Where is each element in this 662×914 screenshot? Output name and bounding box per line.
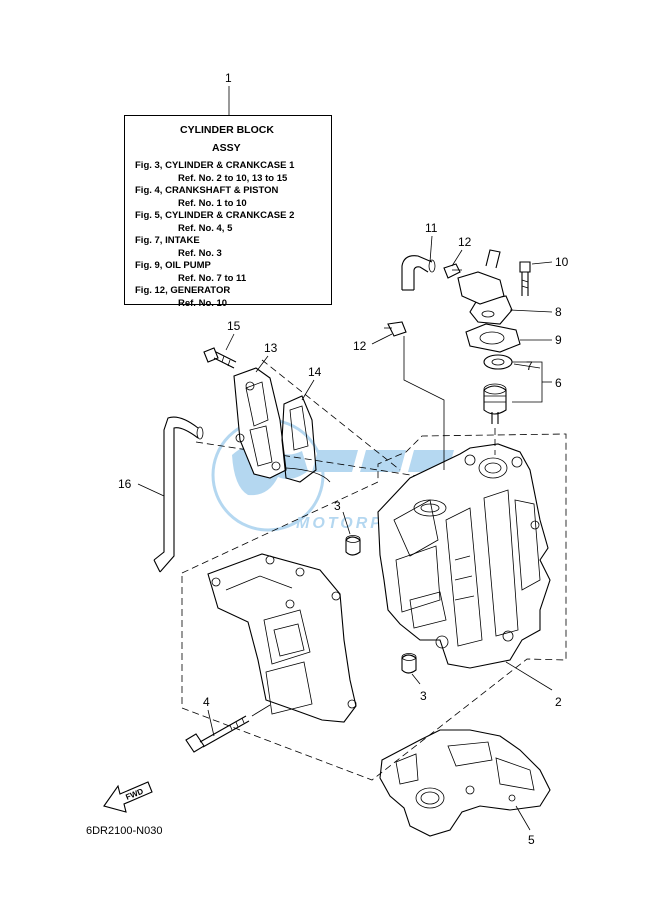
callout-1: 1 (225, 71, 232, 85)
leader-13 (255, 355, 269, 373)
hose-clip (384, 321, 407, 337)
leader-10 (531, 261, 553, 265)
leader-2 (505, 661, 553, 691)
ref-line: Fig. 7, INTAKE (135, 235, 200, 246)
hose (401, 255, 436, 291)
ref-line: Ref. No. 7 to 11 (178, 273, 247, 284)
callout-15: 15 (227, 319, 241, 333)
callout-8: 8 (555, 305, 562, 319)
ref-line: Fig. 4, CRANKSHAFT & PISTON (135, 185, 279, 196)
exhaust-gasket (281, 395, 331, 483)
callout-13: 13 (264, 341, 278, 355)
assembly-outline (181, 433, 567, 781)
washer (483, 354, 513, 370)
leader-12a (451, 249, 463, 267)
callout-7: 7 (526, 359, 533, 373)
ref-line: Fig. 5, CYLINDER & CRANKCASE 2 (135, 210, 295, 221)
hose-routing-line (403, 336, 445, 470)
thermostat (483, 383, 507, 424)
leader-16 (137, 483, 165, 497)
forward-arrow-icon: FWD (103, 781, 153, 813)
cylinder-block (377, 443, 551, 669)
dowel-pin (401, 653, 417, 674)
callout-2: 2 (555, 695, 562, 709)
ref-line: Ref. No. 3 (178, 248, 222, 259)
ref-line: Fig. 12, GENERATOR (135, 285, 231, 296)
callout-4: 4 (203, 695, 210, 709)
callout-14: 14 (308, 365, 322, 379)
ref-line: Ref. No. 10 (178, 298, 228, 309)
callout-11: 11 (425, 221, 438, 235)
leader-15 (225, 333, 235, 351)
ref-subtitle: ASSY (212, 142, 241, 154)
leader-14 (301, 379, 315, 401)
hose (153, 416, 204, 573)
callout-16: 16 (118, 477, 132, 491)
leader-11 (429, 235, 433, 263)
ref-line: Fig. 3, CYLINDER & CRANKCASE 1 (135, 160, 295, 171)
callout-9: 9 (555, 333, 562, 347)
dowel-pin (345, 535, 361, 556)
ref-line: Ref. No. 2 to 10, 13 to 15 (178, 173, 288, 184)
thermostat-cover (457, 249, 513, 325)
callout-12: 12 (458, 235, 472, 249)
leader-7 (513, 363, 541, 369)
bolt (203, 347, 237, 369)
thermostat-gasket (465, 323, 521, 353)
callout-12: 12 (353, 339, 367, 353)
reference-box: CYLINDER BLOCK ASSY Fig. 3, CYLINDER & C… (124, 115, 332, 309)
bolt (185, 715, 250, 753)
callout-10: 10 (555, 255, 569, 269)
bolt (519, 261, 531, 296)
ref-line: Fig. 9, OIL PUMP (135, 260, 211, 271)
cover-alignment-line (261, 359, 401, 471)
ref-line: Ref. No. 4, 5 (178, 223, 233, 234)
bolt-guide-line (251, 704, 271, 717)
gasket (379, 729, 551, 837)
leader-3b (411, 673, 421, 685)
exhaust-cover (233, 367, 287, 479)
leader-12b (371, 333, 393, 345)
leader-5 (515, 805, 531, 831)
callout-3: 3 (420, 689, 427, 703)
callout-3: 3 (334, 499, 341, 513)
leader-3a (342, 511, 351, 535)
diagram-code: 6DR2100-N030 (86, 825, 163, 837)
ref-title: CYLINDER BLOCK (180, 124, 274, 136)
ref-line: Ref. No. 1 to 10 (178, 198, 247, 209)
crankcase (207, 553, 357, 723)
leader-8 (509, 309, 553, 313)
gasket-alignment-line (195, 441, 431, 479)
leader-4 (207, 709, 215, 737)
callout-6: 6 (555, 376, 562, 390)
callout-5: 5 (528, 833, 535, 847)
hose-clip (443, 263, 462, 279)
